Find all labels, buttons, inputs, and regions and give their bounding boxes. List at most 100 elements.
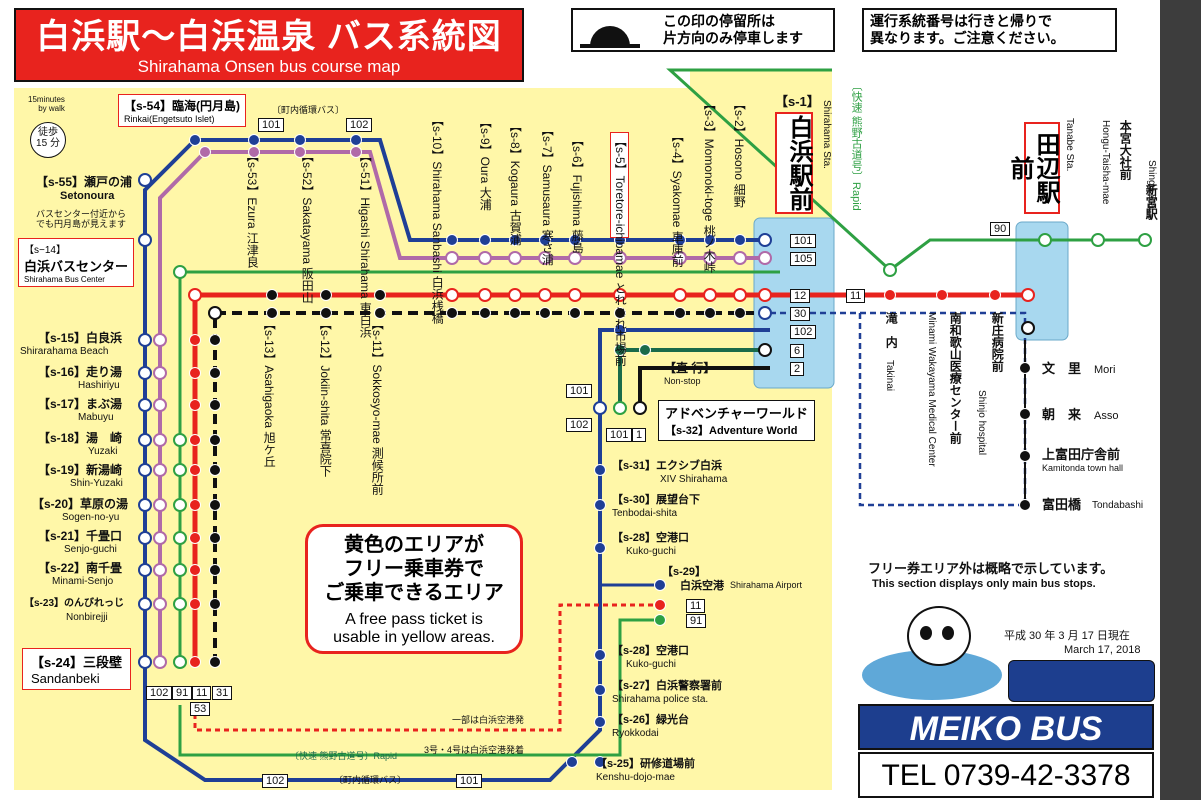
stop-s9: 【s-9】Oura 大浦 (478, 116, 493, 211)
blue-left-stop-4 (138, 463, 152, 477)
stop-s14: 【s−14】 白浜バスセンター Shirahama Bus Center (18, 238, 135, 287)
route-tag-102-bottom: 102 (146, 686, 173, 701)
stop-s30: 【s-30】展望台下 (612, 494, 701, 506)
shinjo-en: Shinjo hospital (976, 390, 987, 456)
asso-name: 朝 来 (1042, 407, 1082, 422)
stop-s14-code: 【s−14】 (24, 245, 66, 256)
blue-right-stop-0 (594, 464, 606, 476)
blue-left-stop-a1 (138, 233, 152, 247)
tondabashi-en: Tondabashi (1092, 500, 1144, 511)
blue-top-stop-1 (294, 134, 306, 146)
route-tag-53-bottom: 53 (190, 702, 211, 717)
stop-s13: 【s-13】Asahigaoka 旭ケ丘 (262, 318, 277, 468)
aw-stop-2 (613, 401, 627, 415)
red-stop-0 (733, 288, 747, 302)
stop-s29-name: 白浜空港 (680, 580, 724, 592)
stop-s19: 【s-19】新湯崎 (38, 463, 123, 477)
green-left-stop-1 (173, 463, 187, 477)
purple-stop-5 (538, 251, 552, 265)
black-left-stop-0 (209, 334, 221, 346)
stop-s5: 【s-5】Toretore-ichibamae とれとれ市場前 (610, 132, 630, 366)
stop-s31-en: XIV Shirahama (660, 474, 728, 485)
black-route-line (213, 311, 770, 665)
purple-stop-4 (568, 251, 582, 265)
route-tag-102-loop: 102 (262, 774, 289, 789)
green-top-stop (173, 265, 187, 279)
route-tag-101: 101 (790, 234, 817, 249)
bus-illustration-icon (1008, 660, 1155, 702)
purple-left-stop-2 (153, 398, 167, 412)
black-left-stop-4 (209, 464, 221, 476)
green-left-stop-5 (173, 597, 187, 611)
red-airport-dotted (193, 603, 660, 732)
green-left-stop-0 (173, 433, 187, 447)
route-tag-101-aw2: 101 (606, 428, 633, 443)
red-left-stop-7 (189, 564, 201, 576)
stop-s12: 【s-12】Jokiin-shita 常喜院下 (318, 318, 333, 477)
mori-name: 文 里 (1042, 361, 1082, 376)
medical-en: Minami Wakayama Medical Center (926, 312, 937, 467)
black-stop-7 (479, 307, 491, 319)
blue-top-stop-0 (350, 134, 362, 146)
stop-s22-en: Minami-Senjo (52, 576, 114, 587)
panda-mascot-icon (862, 600, 1002, 700)
red-left-stop-5 (189, 499, 201, 511)
shingu-name: 新宮駅 (1144, 184, 1159, 220)
stop-s27-en: Shirahama police sta. (612, 694, 709, 705)
medical-name: 南和歌山医療センター前 (948, 312, 963, 444)
outside-note-ja: フリー券エリア外は概略で示しています。 (868, 561, 1114, 576)
rapid-stop (883, 263, 897, 277)
red-left-stop-0 (189, 334, 201, 346)
red-left-stop-9 (189, 656, 201, 668)
kamitonda-name: 上富田庁舎前 (1042, 447, 1121, 462)
tanabe-station-box (1015, 221, 1069, 341)
stop-s20-en: Sogen-no-yu (62, 512, 120, 523)
red-left-stop-2 (189, 399, 201, 411)
purple-top-stop-0 (350, 146, 362, 158)
walk-ja-badge: 徒歩 15 分 (30, 122, 66, 158)
stop-s18-en: Yuzaki (88, 446, 118, 457)
free-pass-box: 黄色のエリアが フリー乗車券で ご乗車できるエリア A free pass ti… (305, 524, 523, 654)
stop-s29: 【s-29】 (662, 566, 707, 578)
stop-s55-en: Setonoura (60, 190, 115, 202)
blue-left-stop-7 (138, 563, 152, 577)
medical-stop (936, 289, 948, 301)
hongu-name: 本宮大社前 (1118, 120, 1133, 180)
route-tag-91-airport: 91 (686, 614, 707, 629)
stop-s3: 【s-3】Momonoki-toge 桃ノ木峠 (702, 98, 717, 273)
one-way-stop-icon (580, 26, 640, 48)
s1-english: Shirahama Sta. (821, 100, 832, 169)
black-stop-2 (674, 307, 686, 319)
shinjo-stop (989, 289, 1001, 301)
stop-s54-ja: 【s-54】臨海(円月島) (124, 99, 241, 113)
black-west-stop-1 (320, 307, 332, 319)
red-stop-4 (568, 288, 582, 302)
tondabashi-name: 富田橋 (1042, 497, 1082, 512)
black-stop-8 (446, 307, 458, 319)
purple-top-stop-1 (294, 146, 306, 158)
free-pass-area (14, 70, 832, 790)
purple-stop-7 (478, 251, 492, 265)
black-west-stop-0 (374, 307, 386, 319)
red-left-stop-6 (189, 532, 201, 544)
stop-s14-en: Shirahama Bus Center (24, 275, 105, 284)
stop-s23-en: Nonbirejji (66, 612, 108, 623)
mori-en: Mori (1094, 364, 1116, 376)
route-tag-11-airport: 11 (686, 599, 706, 614)
stop-s26-en: Ryokkodai (612, 728, 659, 739)
purple-top-stop-2 (248, 146, 260, 158)
tanabe-south-stop-3 (1019, 499, 1031, 511)
red-west-stop-1 (320, 289, 332, 301)
tanabe-south-stop-1 (1019, 408, 1031, 420)
tanabe-station-name: 田辺駅前 (1006, 122, 1060, 214)
route-tag-6: 6 (790, 344, 805, 359)
red-corner-stop (188, 288, 202, 302)
free-pass-en: A free pass ticket is usable in yellow a… (333, 611, 495, 646)
black-left-stop-8 (209, 598, 221, 610)
stop-s8: 【s-8】Kogaura 古賀浦 (508, 120, 523, 246)
route-tag-101-aw: 101 (566, 384, 593, 399)
blue-right-stop-2 (594, 542, 606, 554)
station-stop-4 (758, 343, 772, 357)
blue-left-stop-5 (138, 498, 152, 512)
